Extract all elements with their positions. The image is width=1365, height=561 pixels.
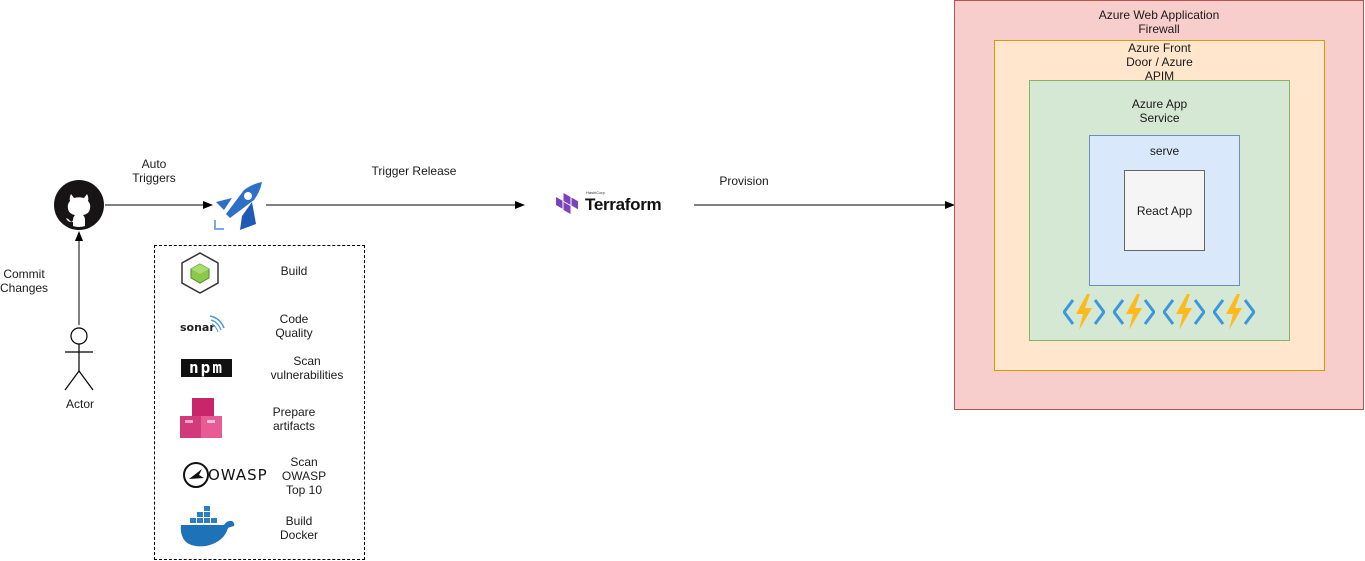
npm-logo-icon: npm xyxy=(181,358,232,377)
owasp-logo-icon: OWASP xyxy=(182,461,268,489)
azure-function-icon xyxy=(1063,294,1105,330)
pipeline-steps-group xyxy=(154,245,365,560)
react-app-label: React App xyxy=(1136,204,1193,218)
serve-title: serve xyxy=(1149,144,1180,158)
sonar-logo-icon: sonar xyxy=(180,314,226,340)
azure-functions-row xyxy=(1063,293,1258,331)
artifacts-boxes-icon xyxy=(180,398,222,438)
trigger-release-label: Trigger Release xyxy=(371,164,457,178)
step-label-scan-vulnerabilities: Scan vulnerabilities xyxy=(270,354,344,382)
step-label-build: Build xyxy=(280,264,308,278)
terraform-brand-small: HashiCorp xyxy=(586,190,605,195)
actor-figure xyxy=(62,327,96,392)
github-icon xyxy=(54,180,104,230)
azure-function-icon xyxy=(1113,294,1155,330)
step-label-scan-owasp: Scan OWASP Top 10 xyxy=(281,455,327,497)
azure-function-icon xyxy=(1213,294,1255,330)
docker-whale-icon xyxy=(180,506,236,548)
node-cube-icon xyxy=(180,252,220,294)
azure-app-service-title: Azure App Service xyxy=(1131,97,1188,125)
actor-label: Actor xyxy=(65,397,94,411)
azure-frontdoor-title: Azure Front Door / Azure APIM xyxy=(1126,41,1193,83)
terraform-brand: Terraform xyxy=(585,195,662,214)
commit-changes-label: Commit Changes xyxy=(0,267,49,295)
step-label-prepare-artifacts: Prepare artifacts xyxy=(272,405,316,433)
auto-triggers-label: Auto Triggers xyxy=(132,157,176,185)
step-label-build-docker: Build Docker xyxy=(279,514,318,542)
react-app-box: React App xyxy=(1124,170,1205,251)
terraform-logo: HashiCorp Terraform xyxy=(556,190,666,220)
terraform-icon xyxy=(556,193,578,214)
azure-waf-title: Azure Web Application Firewall xyxy=(1098,8,1220,36)
step-label-code-quality: Code Quality xyxy=(275,312,313,340)
provision-label: Provision xyxy=(719,174,769,188)
azure-function-icon xyxy=(1163,294,1205,330)
azure-pipelines-icon xyxy=(212,180,264,232)
